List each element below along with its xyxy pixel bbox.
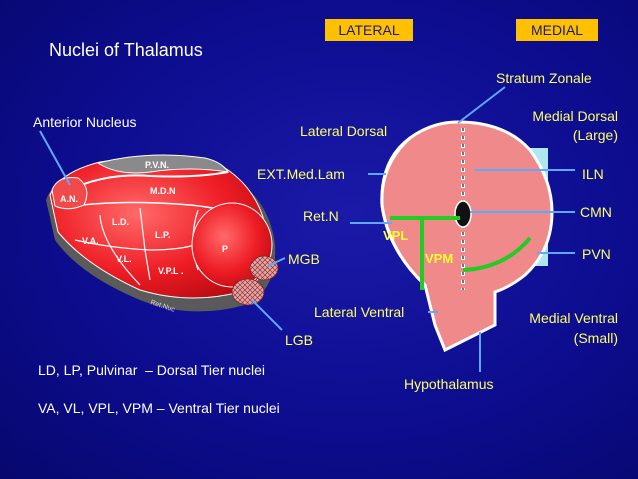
anterior-nucleus-label: Anterior Nucleus bbox=[33, 114, 137, 130]
part-label-an: A.N. bbox=[60, 194, 78, 204]
medial-ventral-label: Medial Ventral bbox=[529, 310, 618, 326]
part-label-p: P bbox=[222, 244, 228, 254]
mgb-label: MGB bbox=[288, 251, 320, 267]
pvn-label: PVN bbox=[582, 246, 611, 262]
lateral-tag: LATERAL bbox=[325, 19, 413, 41]
mgb-bulb bbox=[249, 255, 279, 281]
lgb-bulb bbox=[231, 278, 265, 306]
part-label-pvn: P.V.N. bbox=[145, 160, 169, 170]
hypothalamus-label: Hypothalamus bbox=[404, 376, 494, 392]
anterior-nucleus-shape bbox=[51, 177, 88, 210]
ventral-tier-note: VA, VL, VPL, VPM – Ventral Tier nuclei bbox=[38, 400, 280, 416]
medial-dorsal-sub-label: (Large) bbox=[572, 127, 618, 143]
part-label-va: V.A. bbox=[82, 236, 99, 246]
dorsal-tier-note: LD, LP, Pulvinar – Dorsal Tier nuclei bbox=[38, 362, 265, 378]
part-label-mdn: M.D.N bbox=[150, 186, 176, 196]
cmn-oval bbox=[454, 200, 472, 228]
thalamus-part-labels: P.V.N. M.D.N A.N. L.D. L.P. V.A. V.L. V.… bbox=[60, 160, 228, 314]
coronal-section bbox=[380, 120, 554, 353]
thalamus-3d-model bbox=[46, 154, 279, 312]
stratum-zonale-label: Stratum Zonale bbox=[496, 70, 592, 86]
part-label-vl: V.L. bbox=[116, 254, 132, 264]
part-label-vpl: V.P.L . bbox=[158, 266, 183, 276]
lateral-dorsal-label: Lateral Dorsal bbox=[300, 123, 388, 139]
page-title: Nuclei of Thalamus bbox=[49, 40, 203, 60]
part-label-ld: L.D. bbox=[112, 217, 129, 227]
cmn-label: CMN bbox=[580, 204, 612, 220]
part-label-lp: L.P. bbox=[155, 230, 170, 240]
green-lamina bbox=[390, 216, 460, 290]
medial-dorsal-label: Medial Dorsal bbox=[532, 108, 618, 124]
green-curve bbox=[462, 236, 532, 272]
vpm-label: VPM bbox=[425, 251, 453, 266]
lgb-label: LGB bbox=[285, 332, 314, 348]
lateral-ventral-label: Lateral Ventral bbox=[314, 304, 405, 320]
medial-ventral-sub-label: (Small) bbox=[573, 330, 618, 346]
iln-label: ILN bbox=[582, 166, 604, 182]
ext-med-lam-label: EXT.Med.Lam bbox=[257, 166, 345, 182]
vpl-label: VPL bbox=[383, 228, 408, 243]
ret-n-label: Ret.N bbox=[303, 208, 339, 224]
medial-tag: MEDIAL bbox=[516, 19, 598, 41]
